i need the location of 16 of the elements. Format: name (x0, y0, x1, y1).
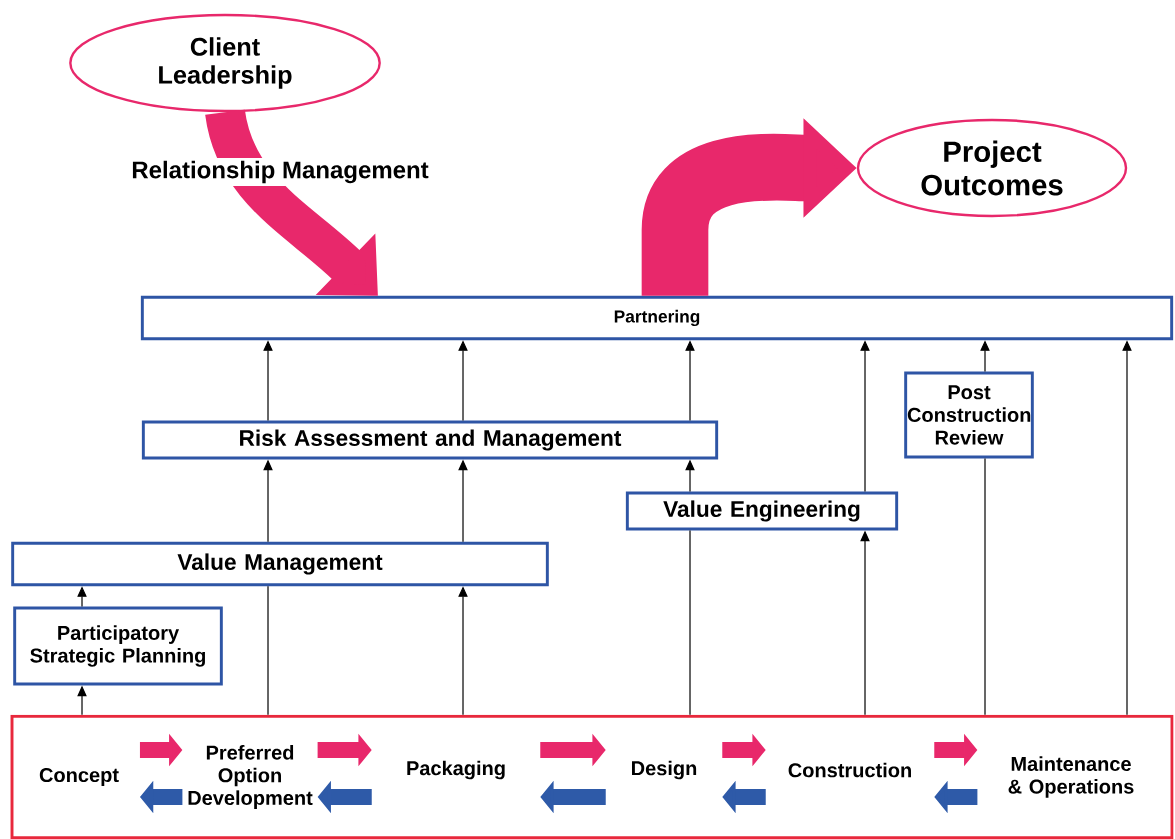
process-box: Risk Assessment and Management (141, 420, 719, 460)
edge-label: Relationship Management (128, 158, 432, 186)
phase-band (10, 714, 1174, 839)
phase-label: Packaging (407, 760, 505, 780)
phase-label: Maintenance & Operations (1008, 756, 1134, 798)
phase-label: Preferred Option Development (188, 745, 313, 809)
process-box: Value Engineering (625, 491, 899, 531)
ellipse-node: Client Leadership (69, 13, 381, 113)
ellipse-node: Project Outcomes (856, 118, 1128, 218)
process-box: Partnering (140, 295, 1174, 341)
phase-label: Construction (788, 762, 911, 778)
phase-label: Design (632, 760, 697, 780)
process-box: Value Management (11, 541, 549, 587)
phase-label: Concept (39, 767, 119, 787)
process-box: Participatory Strategic Planning (13, 606, 223, 686)
process-box: Post Construction Review (904, 371, 1034, 459)
